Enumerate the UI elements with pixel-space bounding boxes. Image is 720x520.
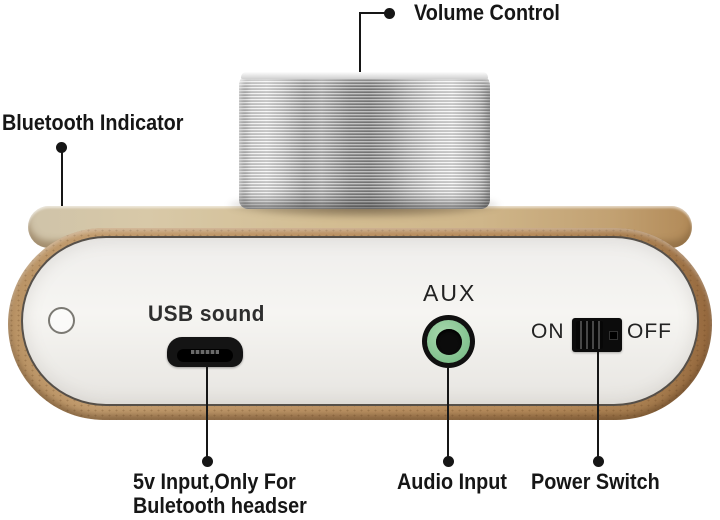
power-callout-line: [597, 352, 600, 458]
volume-knob: [239, 72, 490, 209]
volume-callout-dot: [384, 8, 395, 19]
audio-callout-line: [447, 368, 450, 458]
power-callout-dot: [593, 456, 604, 467]
usb-note-line1: 5v Input,Only For: [133, 469, 296, 494]
bluetooth-led-icon: [48, 307, 75, 334]
usb-callout-dot: [202, 456, 213, 467]
switch-on-label: ON: [531, 320, 565, 343]
power-switch-label: Power Switch: [531, 469, 660, 494]
aux-jack-green-ring: [427, 320, 470, 363]
aux-jack-icon: [422, 315, 475, 368]
audio-input-label: Audio Input: [397, 469, 507, 494]
usb-port-pins: [191, 350, 219, 354]
power-switch-recess: [609, 331, 618, 340]
volume-control-label: Volume Control: [414, 0, 560, 25]
usb-note-line2: Buletooth headser: [133, 493, 307, 518]
aux-label: AUX: [423, 280, 477, 306]
aux-jack-hole: [435, 328, 462, 355]
micro-usb-port-icon: [167, 337, 243, 367]
switch-off-label: OFF: [627, 320, 672, 343]
audio-callout-dot: [443, 456, 454, 467]
power-switch-icon: [572, 318, 622, 352]
usb-callout-line: [206, 366, 209, 458]
power-switch-slider: [576, 321, 603, 349]
volume-callout-line-v: [359, 12, 362, 74]
volume-callout-line-h: [359, 12, 389, 15]
bluetooth-indicator-label: Bluetooth Indicator: [2, 110, 184, 135]
usb-sound-label: USB sound: [148, 301, 265, 326]
